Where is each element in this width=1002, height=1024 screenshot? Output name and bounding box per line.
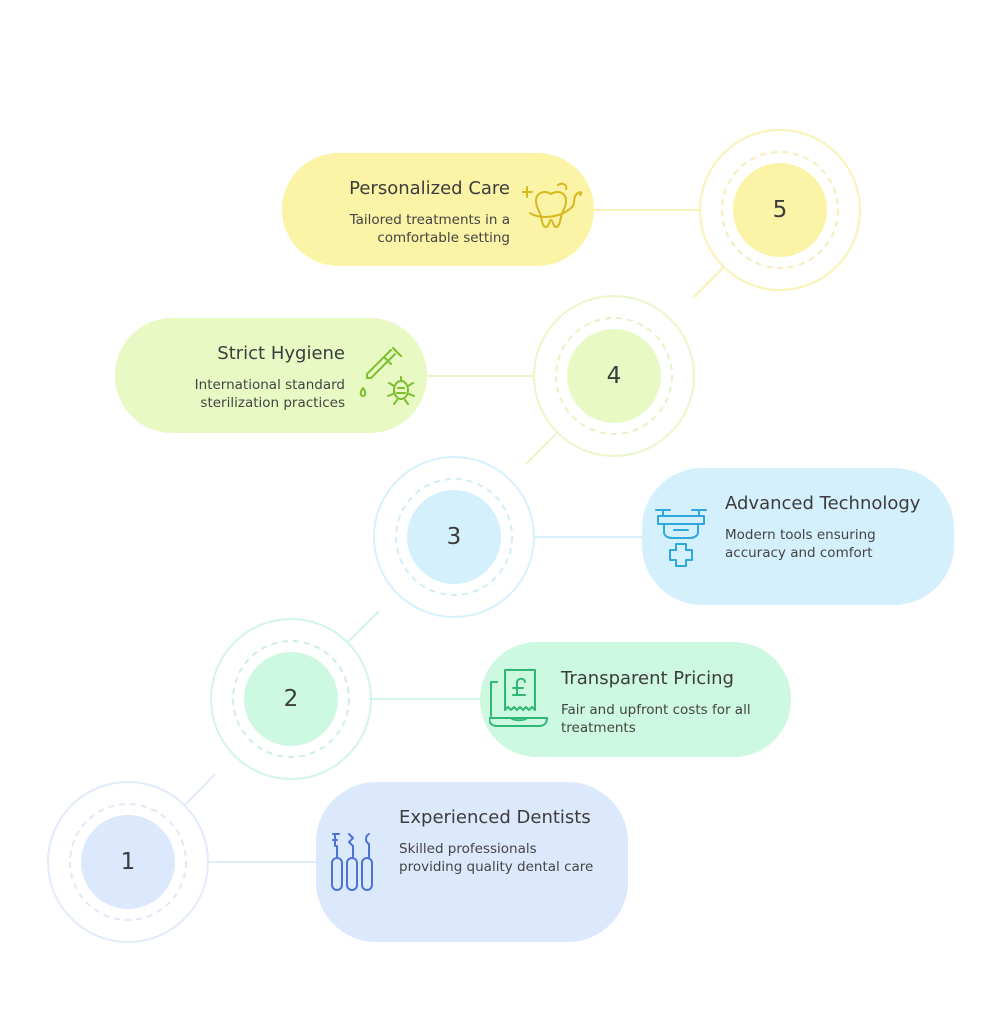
card-description: Fair and upfront costs for all treatment… <box>561 702 751 736</box>
card-description: Modern tools ensuring accuracy and comfo… <box>725 527 876 561</box>
step-number-2: 2 <box>283 686 299 712</box>
circle-fill-5 <box>733 163 827 257</box>
card-strict-hygiene: Strict Hygiene International standard st… <box>115 318 427 433</box>
ring-dashed-1 <box>69 803 187 921</box>
ring-dashed-5 <box>721 151 839 269</box>
circle-fill-3 <box>407 490 501 584</box>
diag-3-4 <box>525 432 558 465</box>
card-title: Personalized Care <box>349 178 510 199</box>
diag-1-2 <box>184 773 216 806</box>
step-number-1: 1 <box>120 849 136 875</box>
tooth-care-icon <box>522 182 583 228</box>
step-number-3: 3 <box>446 524 462 550</box>
card-advanced-technology: Advanced Technology Modern tools ensurin… <box>642 468 954 605</box>
card-personalized-care: Personalized Care Tailored treatments in… <box>282 153 594 266</box>
circle-fill-4 <box>567 329 661 423</box>
card-description: Tailored treatments in a comfortable set… <box>349 212 510 246</box>
card-experienced-dentists: Experienced Dentists Skilled professiona… <box>316 782 628 942</box>
card-transparent-pricing: Transparent Pricing Fair and upfront cos… <box>480 642 791 757</box>
diag-4-5 <box>692 266 725 299</box>
step-number-5: 5 <box>772 197 788 223</box>
card-description: Skilled professionals providing quality … <box>399 841 594 875</box>
ring-dashed-4 <box>555 317 673 435</box>
step-number-4: 4 <box>606 363 622 389</box>
circle-fill-2 <box>244 652 338 746</box>
card-title: Strict Hygiene <box>217 343 345 364</box>
dropper-germ-icon <box>359 347 415 405</box>
card-title: Advanced Technology <box>725 493 921 514</box>
card-title: Transparent Pricing <box>561 668 734 689</box>
ring-dashed-2 <box>232 640 350 758</box>
diag-2-3 <box>347 610 380 643</box>
dental-tools-icon <box>331 833 373 891</box>
ring-dashed-3 <box>395 478 513 596</box>
medical-drone-icon <box>655 509 707 567</box>
card-description: International standard sterilization pra… <box>194 377 345 411</box>
circle-fill-1 <box>81 815 175 909</box>
pound-invoice-icon <box>489 669 548 727</box>
card-title: Experienced Dentists <box>399 807 591 828</box>
